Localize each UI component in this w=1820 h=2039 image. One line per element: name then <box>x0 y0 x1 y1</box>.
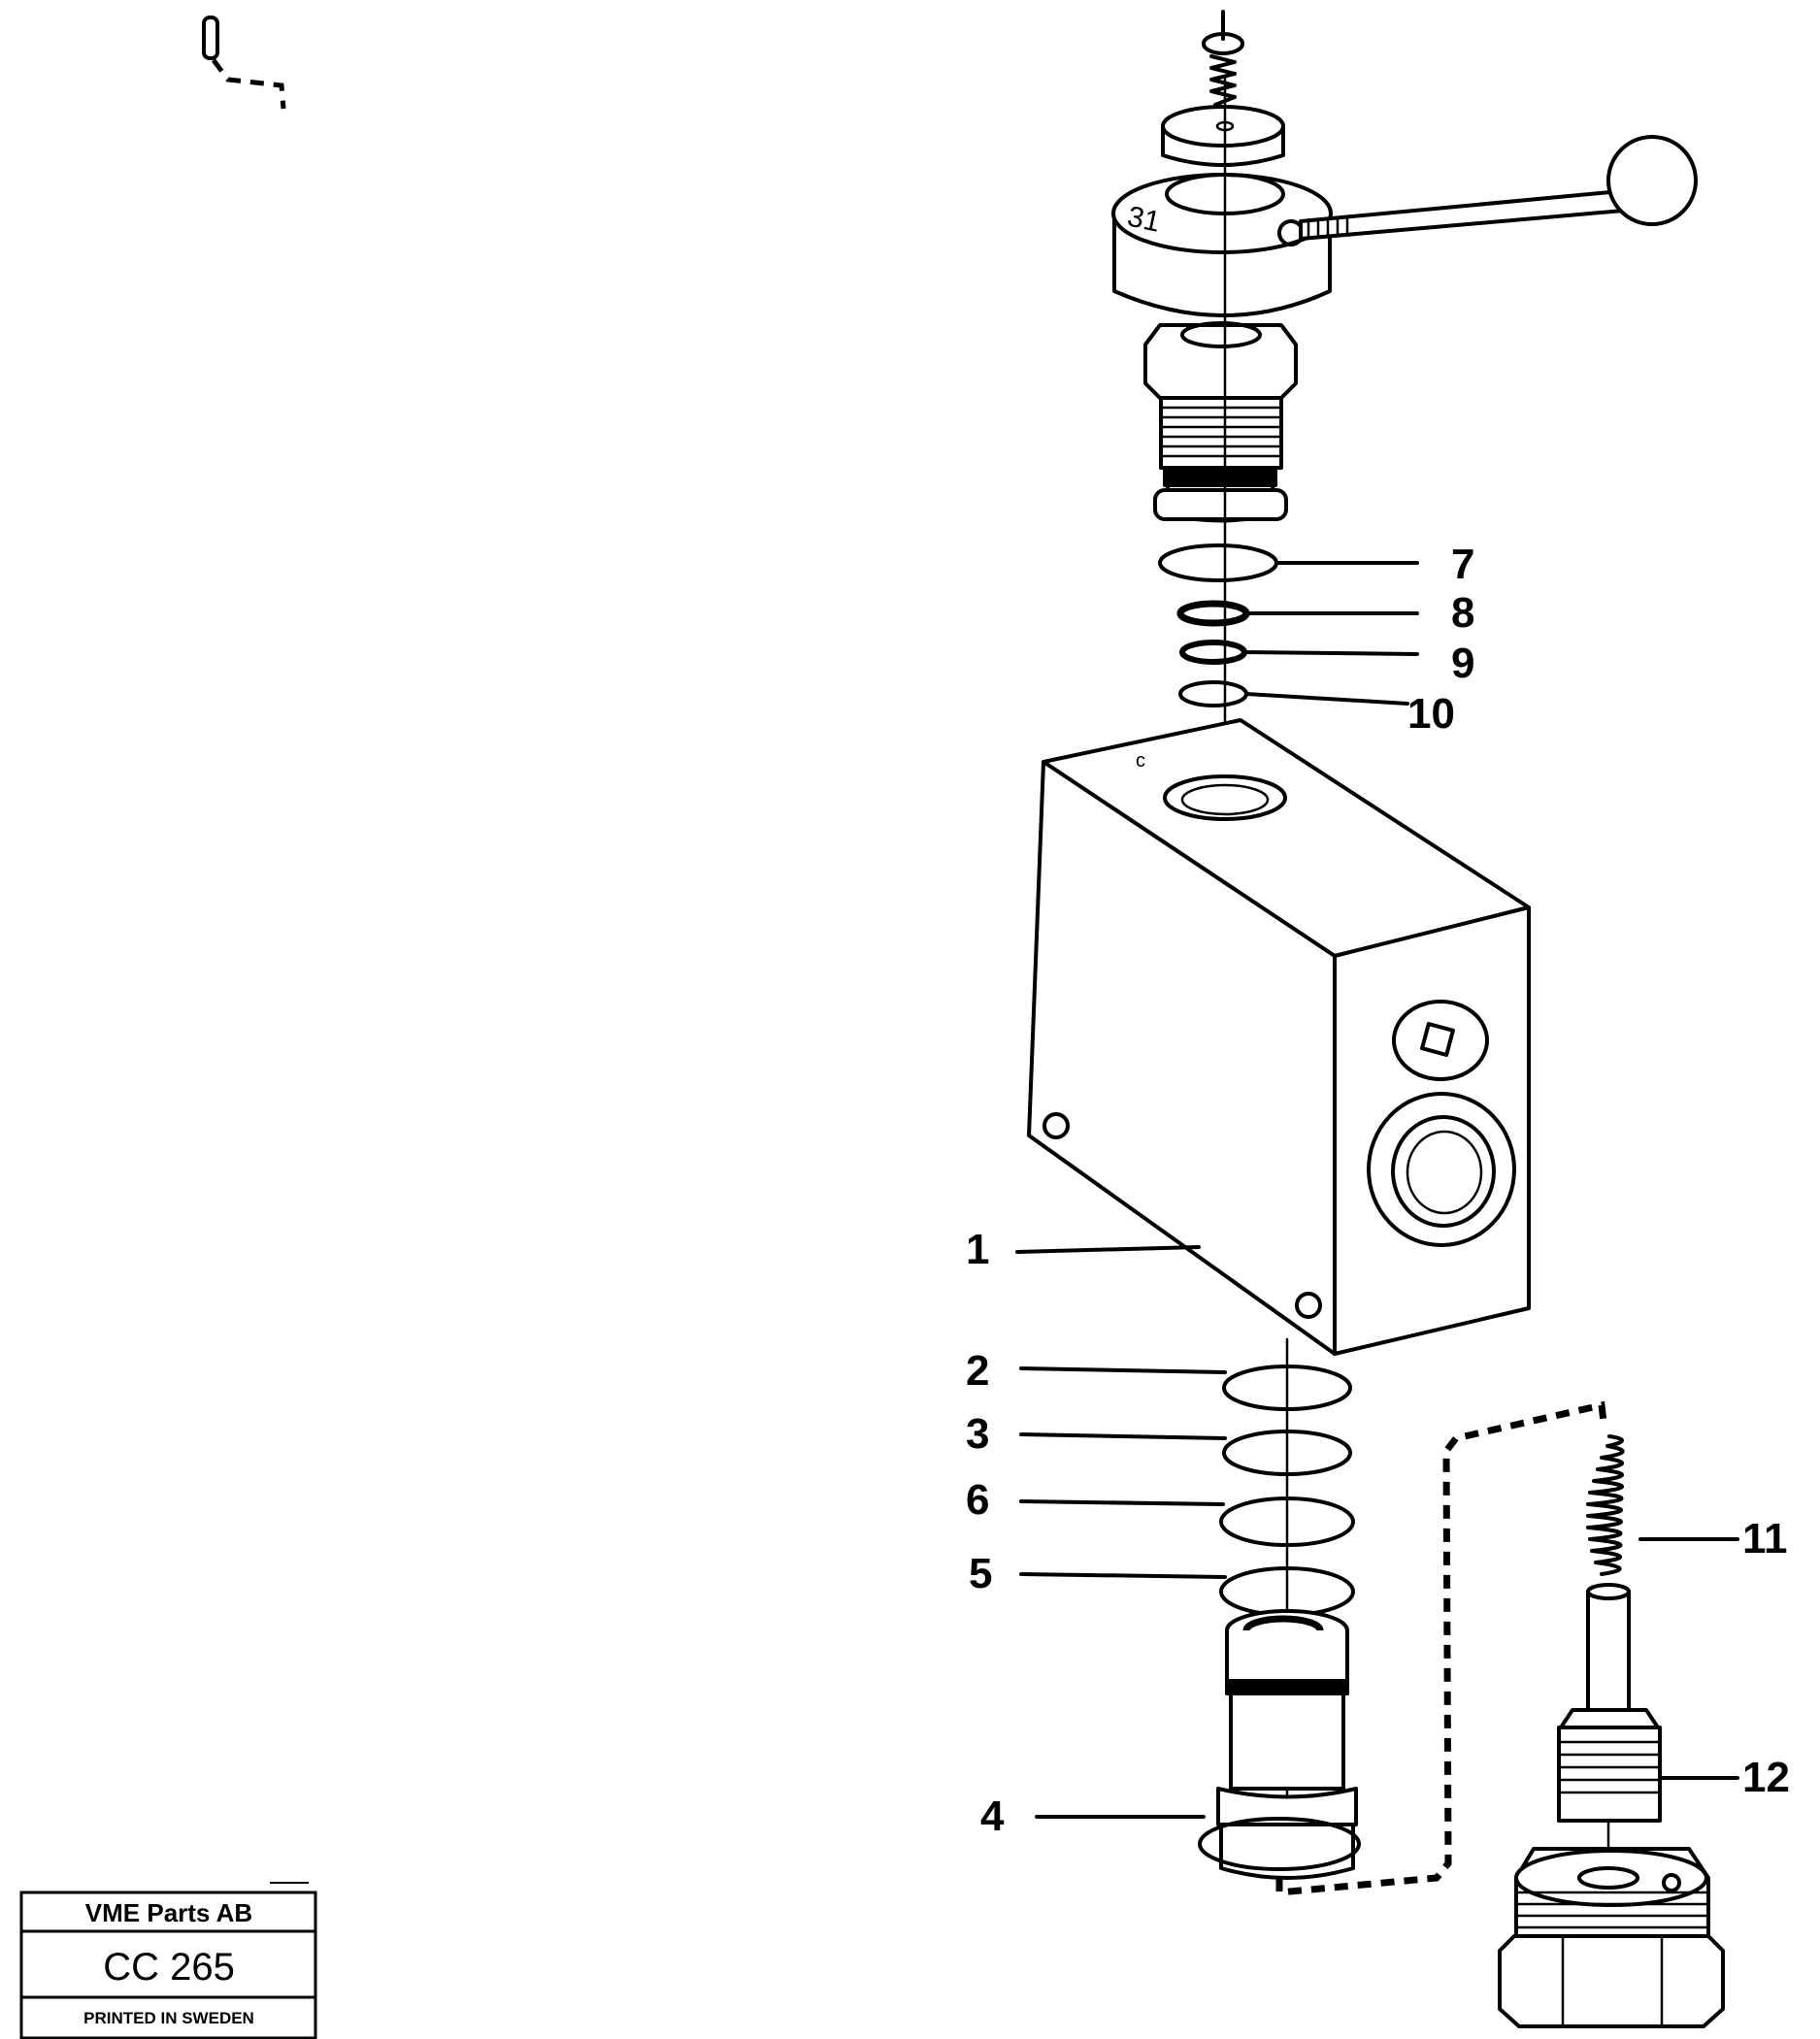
seal-10 <box>1178 680 1248 707</box>
callout-2: 2 <box>966 1347 989 1395</box>
cap-disc <box>1161 105 1285 167</box>
plug <box>1498 1847 1725 2028</box>
leader-6 <box>1019 1499 1225 1506</box>
top-screw <box>1202 10 1244 107</box>
assembly-dashed-line <box>1275 1400 1607 1896</box>
callout-9: 9 <box>1451 640 1474 687</box>
seal-2 <box>1222 1365 1352 1411</box>
leader-9 <box>1242 650 1419 656</box>
handle-knob: 31 <box>1111 173 1333 317</box>
seal-7 <box>1158 543 1278 582</box>
poppet-12 <box>1557 1583 1662 1875</box>
svg-text:c: c <box>1136 750 1145 772</box>
leader-1 <box>1015 1245 1201 1254</box>
spring-11 <box>1586 1434 1625 1576</box>
callout-12: 12 <box>1742 1754 1790 1801</box>
callout-7: 7 <box>1451 541 1474 588</box>
seal-3 <box>1222 1430 1352 1476</box>
leader-5 <box>1019 1572 1227 1579</box>
seal-9 <box>1179 640 1247 665</box>
title-block: VME Parts AB CC 265 PRINTED IN SWEDEN <box>19 1882 317 2039</box>
drawing-number: CC 265 <box>103 1946 235 1989</box>
leader-2 <box>1019 1366 1227 1374</box>
valve-body: c <box>1027 718 1531 1356</box>
seal-6 <box>1219 1496 1355 1547</box>
seal-8 <box>1176 600 1250 627</box>
company-name: VME Parts AB <box>85 1898 252 1927</box>
printed-note: PRINTED IN SWEDEN <box>83 2009 254 2027</box>
callout-3: 3 <box>966 1410 989 1458</box>
callout-5: 5 <box>969 1550 992 1597</box>
callout-1: 1 <box>966 1226 989 1273</box>
leader-10 <box>1244 692 1409 706</box>
lever-arm <box>1299 135 1698 241</box>
callout-8: 8 <box>1451 589 1474 637</box>
svg-text:31: 31 <box>1125 201 1164 239</box>
lower-spool <box>1198 1609 1361 1880</box>
callout-4: 4 <box>980 1792 1005 1840</box>
top-pin <box>202 16 286 110</box>
callout-11: 11 <box>1742 1515 1788 1562</box>
cartridge <box>1143 321 1298 523</box>
callout-6: 6 <box>966 1476 989 1524</box>
callout-10: 10 <box>1407 690 1455 738</box>
leader-3 <box>1019 1432 1227 1440</box>
